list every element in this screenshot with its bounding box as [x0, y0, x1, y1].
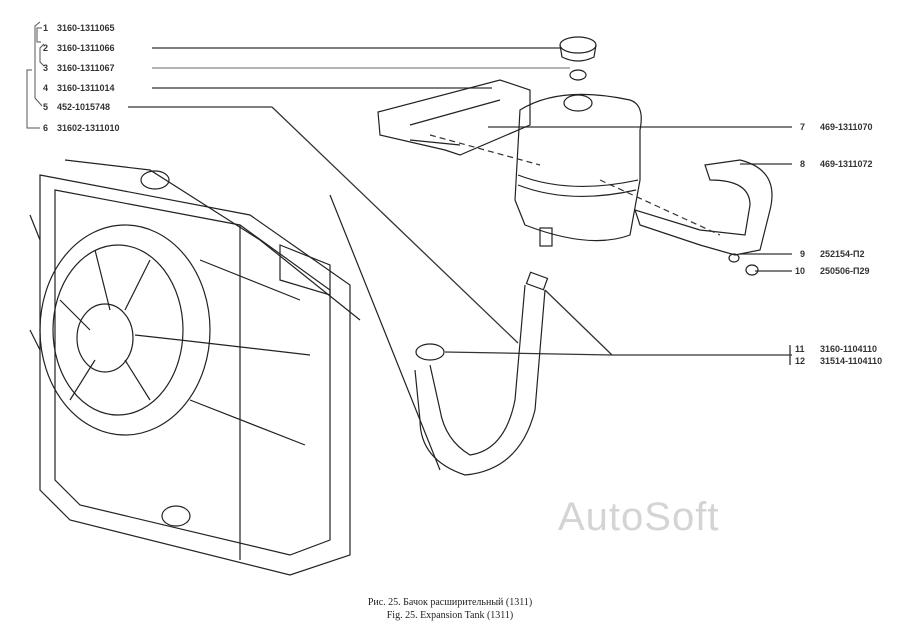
- callout-number: 7: [800, 122, 806, 132]
- expansion-tank: [514, 93, 642, 247]
- part-number: 252154-П2: [820, 249, 865, 259]
- part-number: 250506-П29: [820, 266, 870, 276]
- callout-number: 12: [795, 356, 806, 366]
- callout-number: 8: [800, 159, 806, 169]
- caption-english: Fig. 25. Expansion Tank (1311): [386, 610, 514, 621]
- tank-strap: [634, 159, 773, 276]
- caption-russian: Рис. 25. Бачок расширительный (1311): [367, 597, 533, 608]
- part-number: 452-1015748: [57, 102, 111, 112]
- part-number: 3160-1311066: [57, 43, 115, 53]
- frame-edge: [329, 194, 441, 471]
- callout-number: 5: [43, 102, 49, 112]
- hose: [414, 271, 549, 476]
- bracket: [377, 79, 531, 156]
- part-number: 469-1311070: [820, 122, 873, 132]
- part-number: 3160-1311065: [57, 23, 115, 33]
- callout-number: 3: [43, 63, 49, 73]
- callout-number: 10: [795, 266, 806, 276]
- grouping-brackets: [26, 21, 45, 129]
- callout-number: 11: [795, 344, 805, 354]
- assembly-line: [429, 134, 721, 236]
- callout-number: 4: [43, 83, 49, 93]
- part-number: 3160-1104110: [820, 344, 878, 354]
- callout-number: 2: [43, 43, 49, 53]
- callout-number: 1: [43, 23, 49, 33]
- radiator: [29, 159, 361, 576]
- part-number: 469-1311072: [820, 159, 873, 169]
- part-number: 3160-1311014: [57, 83, 115, 93]
- callout-number: 6: [43, 123, 49, 133]
- leader-lines: [128, 47, 792, 365]
- part-number: 3160-1311067: [57, 63, 115, 73]
- part-number: 31514-1104110: [820, 356, 883, 366]
- watermark: AutoSoft: [558, 495, 720, 539]
- part-number: 31602-1311010: [57, 123, 120, 133]
- fan: [39, 170, 311, 446]
- callout-number: 9: [800, 249, 806, 259]
- tank-cap: [559, 36, 597, 81]
